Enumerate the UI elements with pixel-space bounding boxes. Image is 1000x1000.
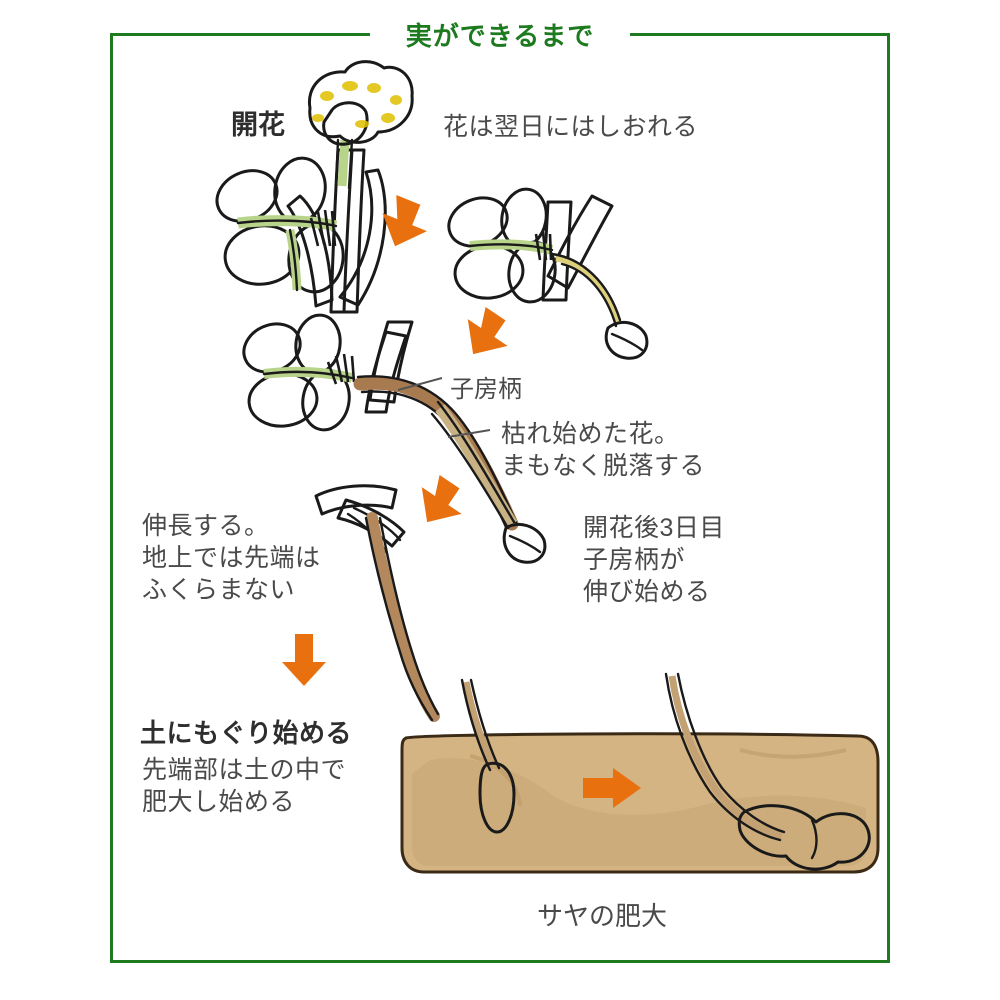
descending-peg [366, 512, 440, 722]
label-wilt-next-day: 花は翌日にはしおれる [443, 113, 699, 141]
label-burrow-title: 土にもぐり始める [140, 718, 353, 748]
flowering-plant-illustration [215, 60, 414, 314]
title-frame-gap [370, 18, 630, 50]
label-pod-swelling: サヤの肥大 [537, 901, 668, 931]
soil-cross-section [400, 672, 880, 874]
arrow-stage4-to-soil [282, 634, 326, 686]
soil-shading [412, 758, 866, 866]
label-burrow-sub: 先端部は土の中で 肥大し始める [142, 756, 347, 816]
label-withering-flower: 枯れ始めた花。 まもなく脱落する [501, 420, 706, 480]
withered-flower-tip [502, 523, 547, 564]
wilted-flower-bud [604, 320, 649, 360]
flower-upper-petal [307, 60, 414, 144]
flower-keel-petal [322, 101, 369, 146]
mature-pod-right [737, 804, 871, 871]
gynophore-plant-illustration [242, 313, 547, 564]
page-title: 実ができるまで [405, 20, 595, 51]
arrow-stage2-to-stage3 [467, 306, 508, 355]
label-day3: 開花後3日目 子房柄が 伸び始める [583, 514, 725, 606]
label-elongate: 伸長する。 地上では先端は ふくらまない [142, 512, 321, 604]
leader-line-withering-flower [447, 429, 491, 438]
label-gynophore: 子房柄 [450, 376, 522, 403]
wilted-flower-plant-illustration [447, 187, 649, 360]
arrow-stage1-to-stage2 [382, 195, 428, 247]
flower-texture [312, 81, 402, 128]
arrow-soil-growth [583, 768, 641, 808]
label-kaika: 開花 [231, 110, 285, 140]
arrow-stage3-to-stage4 [421, 474, 462, 523]
elongating-peg-illustration [314, 484, 440, 722]
young-pod-left [478, 761, 516, 834]
stipule-bristles [309, 209, 337, 247]
leader-line-gynophore [397, 377, 443, 391]
